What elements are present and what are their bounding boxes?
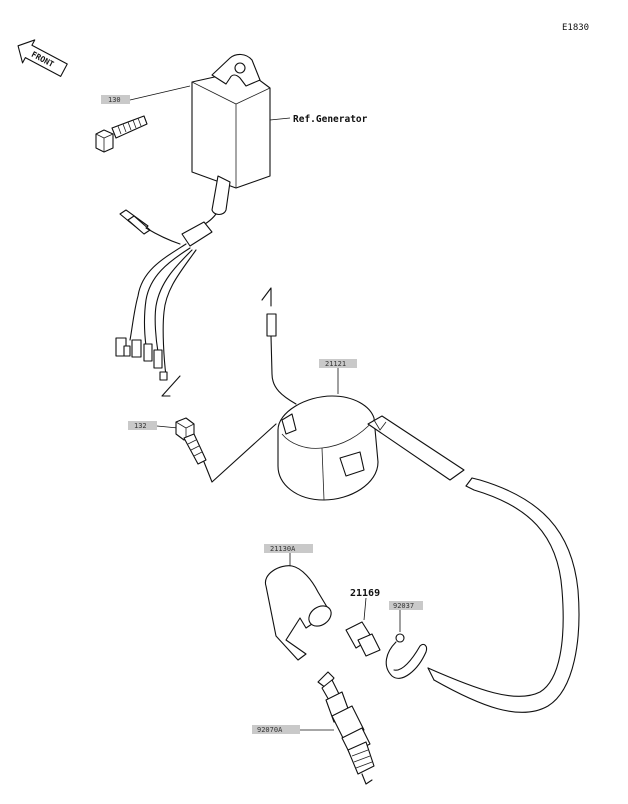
mounting-lead xyxy=(203,423,277,483)
spark-plug[interactable] xyxy=(317,671,375,785)
diagram-code: E1830 xyxy=(562,23,589,33)
part-label-92037[interactable]: 92037 xyxy=(389,601,423,610)
high-tension-lead[interactable] xyxy=(427,477,580,713)
part-number: 132 xyxy=(134,422,147,430)
part-label-21130A[interactable]: 21130A xyxy=(264,544,313,553)
ignition-coil[interactable] xyxy=(277,395,465,501)
cdi-unit[interactable] xyxy=(191,53,271,216)
part-label-21121[interactable]: 21121 xyxy=(319,359,357,368)
bolt-132[interactable] xyxy=(175,417,207,465)
ref-generator-label: Ref.Generator xyxy=(293,114,368,125)
spark-plug-cap[interactable] xyxy=(264,565,335,661)
part-label-92070A[interactable]: 92070A xyxy=(252,725,300,734)
part-label-130[interactable]: 130 xyxy=(101,95,130,104)
coil-ground-wire[interactable] xyxy=(261,287,297,405)
wire-clamp[interactable] xyxy=(385,633,428,679)
leader-line xyxy=(129,85,191,101)
part-number: 92037 xyxy=(393,602,414,610)
leader-line xyxy=(269,117,291,121)
wiring-harness[interactable] xyxy=(115,209,217,397)
part-label-21169[interactable]: 21169 xyxy=(350,588,380,599)
part-number: 21121 xyxy=(325,360,346,368)
front-arrow-icon: FRONT xyxy=(17,39,68,77)
part-number: 92070A xyxy=(257,726,283,734)
part-number: 130 xyxy=(108,96,121,104)
plug-terminal[interactable] xyxy=(345,621,381,657)
part-number: 21130A xyxy=(270,545,296,553)
bolt-130[interactable] xyxy=(95,115,148,153)
leader-line xyxy=(156,425,179,429)
leader-line xyxy=(363,597,367,621)
part-label-132[interactable]: 132 xyxy=(128,421,157,430)
